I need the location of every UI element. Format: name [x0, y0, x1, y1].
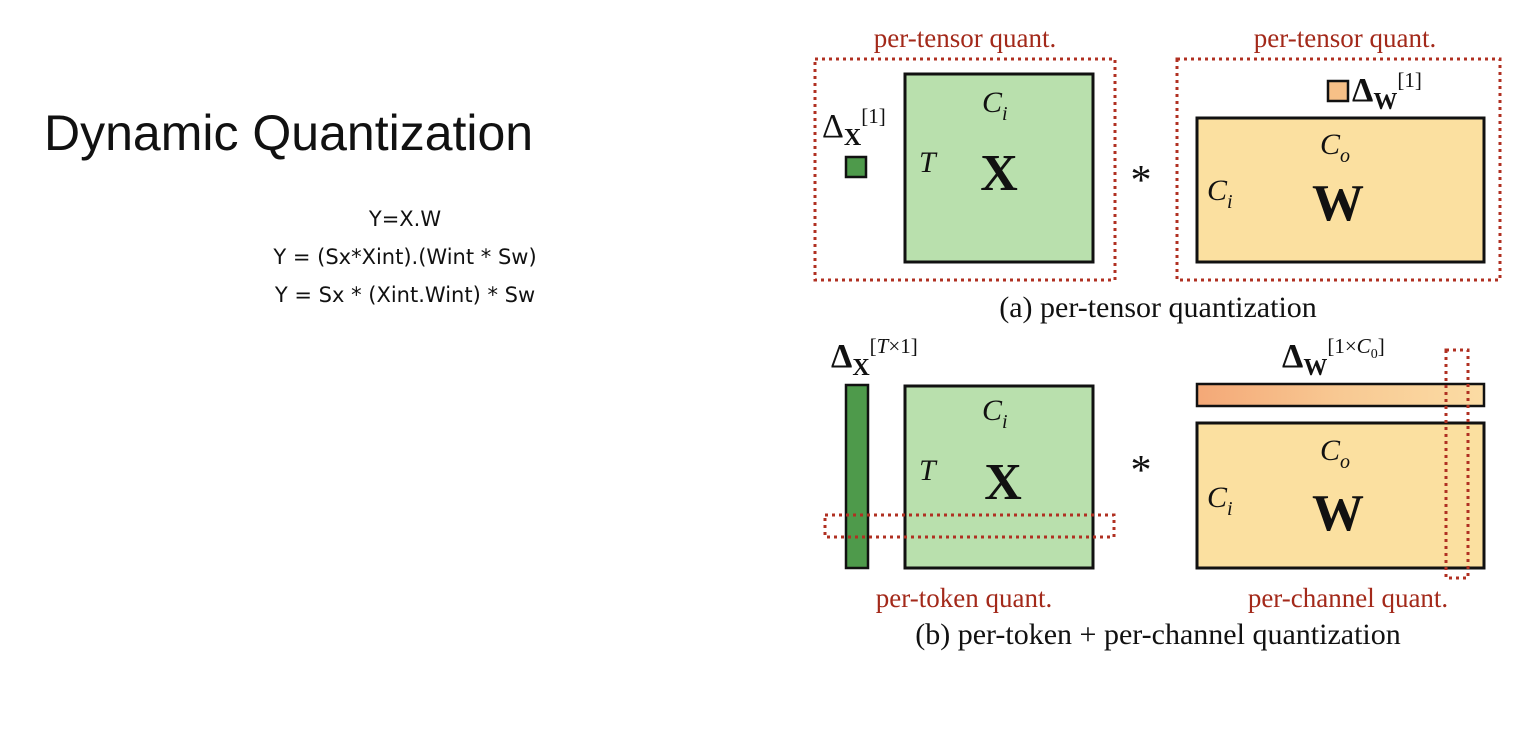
top-delta-x-square — [844, 155, 868, 179]
bottom-w-matrix — [1195, 421, 1486, 570]
top-x-matrix — [903, 72, 1095, 264]
bottom-x-rows-label: T — [919, 454, 938, 487]
top-right-quant-label: per-tensor quant. — [1254, 23, 1436, 53]
bottom-x-matrix — [903, 384, 1095, 570]
bottom-x-cols-label: Ci — [982, 394, 1008, 433]
top-x-rows-label: T — [919, 146, 938, 179]
top-w-rows-label: Ci — [1207, 174, 1233, 213]
top-w-matrix — [1195, 116, 1486, 264]
bottom-delta-x-column — [844, 383, 870, 570]
equation-2: Y = (Sx*Xint).(Wint * Sw) — [273, 245, 537, 269]
bottom-delta-w-row — [1195, 382, 1486, 408]
bottom-delta-w-label: ΔW[1×C0] — [1282, 334, 1385, 381]
top-x-cols-label: Ci — [982, 86, 1008, 125]
top-delta-x-label: ΔX[1] — [822, 104, 886, 151]
bottom-w-rows-label: Ci — [1207, 481, 1233, 520]
slide-title: Dynamic Quantization — [44, 105, 534, 161]
per-token-dotted-box — [823, 513, 1116, 539]
top-caption: (a) per-tensor quantization — [999, 291, 1317, 324]
top-left-quant-label: per-tensor quant. — [874, 23, 1056, 53]
equation-3: Y = Sx * (Xint.Wint) * Sw — [274, 283, 536, 307]
top-w-name: W — [1312, 175, 1364, 232]
top-w-cols-label: Co — [1320, 128, 1350, 167]
bottom-multiply-star: * — [1131, 448, 1152, 494]
equation-1: Y=X.W — [368, 207, 442, 231]
top-right-dotted-box — [1175, 57, 1502, 282]
top-delta-w-square — [1326, 79, 1350, 103]
per-channel-dotted-box — [1444, 348, 1470, 580]
bottom-x-name: X — [984, 454, 1022, 511]
top-left-dotted-box — [813, 57, 1117, 282]
top-delta-w-label: ΔW[1] — [1352, 68, 1422, 115]
top-x-name: X — [980, 145, 1018, 202]
bottom-caption: (b) per-token + per-channel quantization — [915, 618, 1401, 651]
top-multiply-star: * — [1131, 158, 1152, 204]
bottom-w-name: W — [1312, 485, 1364, 542]
bottom-delta-x-label: ΔX[T×1] — [831, 334, 918, 381]
bottom-w-cols-label: Co — [1320, 434, 1350, 473]
bottom-right-quant-label: per-channel quant. — [1248, 583, 1448, 613]
bottom-left-quant-label: per-token quant. — [876, 583, 1052, 613]
